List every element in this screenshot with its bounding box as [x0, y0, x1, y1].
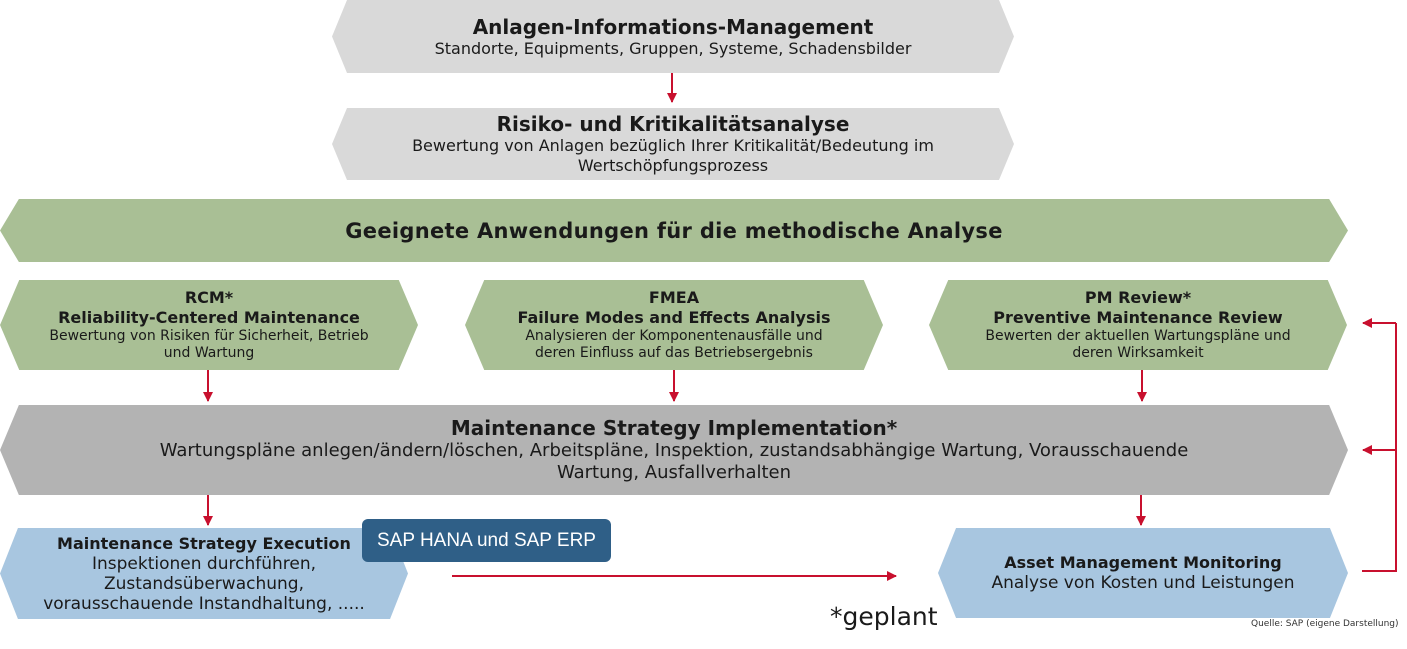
- amm-desc: Analyse von Kosten und Leistungen: [991, 573, 1295, 593]
- planned-footnote: *geplant: [830, 602, 938, 631]
- feedback-loop-line: [1362, 323, 1397, 572]
- fmea-title: Failure Modes and Effects Analysis: [517, 308, 831, 327]
- methods-banner: Geeignete Anwendungen für die methodisch…: [0, 199, 1348, 262]
- rcm-abbr: RCM*: [184, 288, 234, 307]
- msi-desc-line2: Wartung, Ausfallverhalten: [556, 461, 792, 483]
- methods-title: Geeignete Anwendungen für die methodisch…: [345, 218, 1003, 243]
- fmea-desc-line2: deren Einfluss auf das Betriebsergebnis: [535, 345, 813, 361]
- rcm-desc-line2: und Wartung: [163, 345, 255, 361]
- pm-review-desc-line2: deren Wirksamkeit: [1072, 345, 1204, 361]
- fmea-desc-line1: Analysieren der Komponentenausfälle und: [525, 328, 823, 344]
- risk-subtitle-line2: Wertschöpfungsprozess: [577, 156, 769, 175]
- aim-subtitle: Standorte, Equipments, Gruppen, Systeme,…: [434, 38, 912, 58]
- mse-box: Maintenance Strategy Execution Inspektio…: [0, 528, 408, 619]
- mse-desc-line1: Inspektionen durchführen,: [91, 553, 317, 574]
- mse-desc-line2: Zustandsüberwachung,: [104, 573, 304, 594]
- rcm-box: RCM* Reliability-Centered Maintenance Be…: [0, 280, 418, 370]
- amm-box: Asset Management Monitoring Analyse von …: [938, 528, 1348, 618]
- pm-review-title: Preventive Maintenance Review: [993, 308, 1283, 327]
- source-note: Quelle: SAP (eigene Darstellung): [1251, 619, 1399, 629]
- aim-title: Anlagen-Informations-Management: [472, 14, 874, 39]
- risk-subtitle-line1: Bewertung von Anlagen bezüglich Ihrer Kr…: [412, 136, 934, 155]
- msi-title: Maintenance Strategy Implementation*: [450, 415, 898, 440]
- pm-review-box: PM Review* Preventive Maintenance Review…: [929, 280, 1347, 370]
- rcm-desc-line1: Bewertung von Risiken für Sicherheit, Be…: [49, 328, 369, 344]
- fmea-box: FMEA Failure Modes and Effects Analysis …: [465, 280, 883, 370]
- fmea-abbr: FMEA: [648, 288, 700, 307]
- mse-title: Maintenance Strategy Execution: [57, 533, 351, 553]
- mse-desc-line3: vorausschauende Instandhaltung, .....: [43, 593, 365, 614]
- risk-title: Risiko- und Kritikalitätsanalyse: [496, 112, 850, 136]
- aim-box: Anlagen-Informations-Management Standort…: [332, 0, 1014, 73]
- amm-title: Asset Management Monitoring: [1004, 553, 1282, 572]
- msi-banner: Maintenance Strategy Implementation* War…: [0, 405, 1348, 495]
- msi-desc-line1: Wartungspläne anlegen/ändern/löschen, Ar…: [159, 439, 1189, 461]
- pm-review-desc-line1: Bewerten der aktuellen Wartungspläne und: [985, 328, 1291, 344]
- pm-review-abbr: PM Review*: [1084, 288, 1192, 307]
- sap-badge: SAP HANA und SAP ERP: [362, 519, 611, 562]
- rcm-title: Reliability-Centered Maintenance: [58, 308, 360, 327]
- risk-box: Risiko- und Kritikalitätsanalyse Bewertu…: [332, 108, 1014, 180]
